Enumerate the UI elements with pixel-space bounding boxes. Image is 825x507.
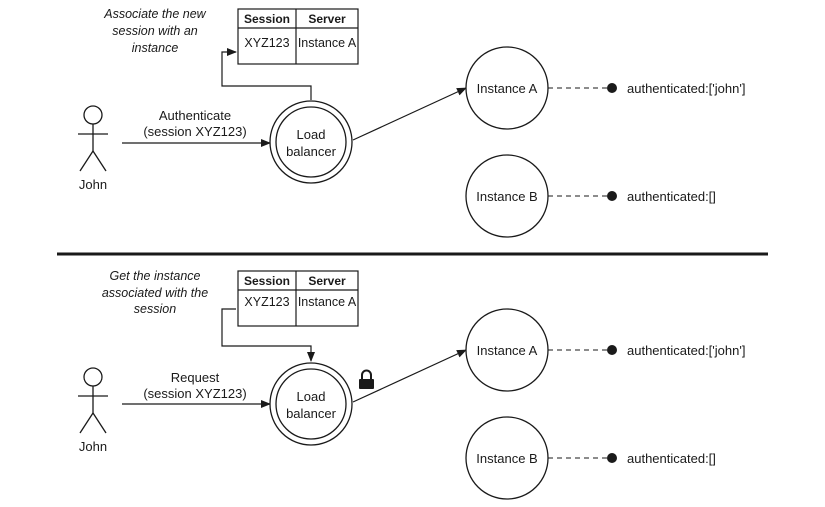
instance-state: authenticated:[]: [627, 451, 716, 466]
actor-name: John: [79, 177, 107, 192]
session-table: Session Server XYZ123 Instance A: [237, 270, 359, 327]
panel-request: Get the instance associated with the ses…: [78, 269, 745, 500]
note: Associate the new session with an instan…: [103, 7, 206, 55]
note-line: session: [134, 302, 176, 316]
session-table: Session Server XYZ123 Instance A: [237, 8, 359, 65]
instance-a: Instance A authenticated:['john']: [465, 308, 745, 392]
instance-b: Instance B authenticated:[]: [465, 154, 716, 238]
table-cell: XYZ123: [244, 295, 289, 309]
table-header: Server: [308, 12, 346, 26]
balancer-label: balancer: [286, 144, 337, 159]
instance-name: Instance A: [477, 343, 538, 358]
state-dot: [607, 191, 617, 201]
actor: [78, 105, 108, 172]
panel-authenticate: Associate the new session with an instan…: [78, 7, 745, 238]
request-label: Authenticate: [159, 108, 231, 123]
table-write-arrow: [221, 48, 312, 100]
lock-icon: [359, 369, 374, 389]
table-cell: XYZ123: [244, 36, 289, 50]
state-dot: [607, 453, 617, 463]
load-balancer: Load balancer: [269, 362, 353, 446]
instance-state: authenticated:[]: [627, 189, 716, 204]
load-balancer: Load balancer: [269, 100, 353, 184]
request-label: (session XYZ123): [143, 124, 246, 139]
request-label: (session XYZ123): [143, 386, 246, 401]
note-line: Associate the new: [103, 7, 206, 21]
state-dot: [607, 345, 617, 355]
instance-name: Instance B: [476, 189, 537, 204]
instance-b: Instance B authenticated:[]: [465, 416, 716, 500]
actor: [78, 367, 108, 434]
route-arrow: [352, 349, 467, 403]
note-line: Get the instance: [109, 269, 200, 283]
instance-a: Instance A authenticated:['john']: [465, 46, 745, 130]
actor-name: John: [79, 439, 107, 454]
instance-state: authenticated:['john']: [627, 343, 745, 358]
balancer-label: balancer: [286, 406, 337, 421]
note-line: associated with the: [102, 286, 208, 300]
instance-state: authenticated:['john']: [627, 81, 745, 96]
instance-name: Instance B: [476, 451, 537, 466]
balancer-label: Load: [297, 389, 326, 404]
instance-name: Instance A: [477, 81, 538, 96]
table-cell: Instance A: [298, 36, 357, 50]
route-arrow: [352, 87, 467, 141]
note-line: session with an: [112, 24, 198, 38]
request-label: Request: [171, 370, 220, 385]
table-header: Server: [308, 274, 346, 288]
table-cell: Instance A: [298, 295, 357, 309]
table-header: Session: [244, 12, 290, 26]
balancer-label: Load: [297, 127, 326, 142]
table-read-arrow: [221, 308, 315, 362]
note-line: instance: [132, 41, 179, 55]
state-dot: [607, 83, 617, 93]
table-header: Session: [244, 274, 290, 288]
note: Get the instance associated with the ses…: [102, 269, 208, 316]
